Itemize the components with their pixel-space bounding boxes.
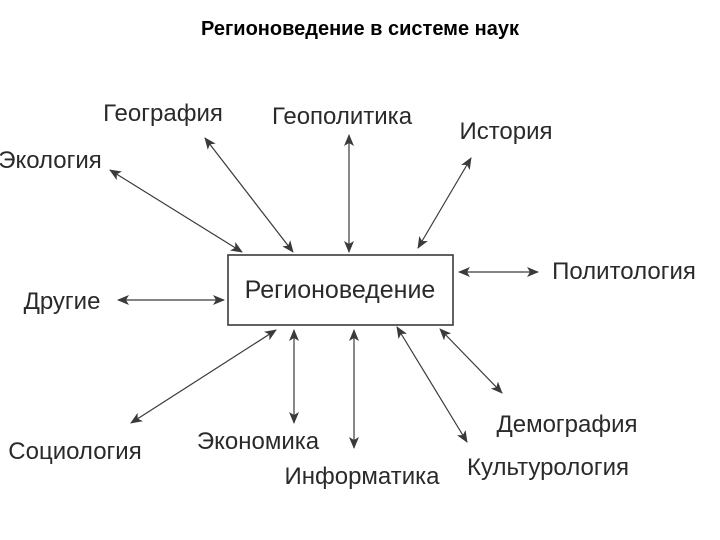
center-box (227, 254, 454, 326)
node-sociology: Социология (8, 438, 141, 465)
node-informatics: Информатика (284, 463, 440, 490)
arrow-sociology (130, 329, 277, 424)
node-demography: Демография (496, 411, 637, 438)
node-geography: География (103, 100, 223, 127)
arrow-history (417, 157, 472, 249)
arrow-demography (439, 328, 503, 394)
node-geopolitics: Геополитика (272, 103, 413, 130)
node-other: Другие (24, 288, 101, 315)
page-title: Регионоведение в системе наук (201, 18, 519, 40)
node-history: История (459, 118, 552, 145)
arrow-ecology (109, 169, 243, 253)
center-label: Регионоведение (245, 276, 436, 304)
node-economics: Экономика (197, 428, 320, 455)
node-culturology: Культурология (467, 454, 629, 481)
arrow-geography (204, 137, 294, 253)
node-politology: Политология (552, 258, 696, 285)
arrow-culturology (396, 326, 468, 443)
node-ecology: Экология (0, 147, 102, 174)
